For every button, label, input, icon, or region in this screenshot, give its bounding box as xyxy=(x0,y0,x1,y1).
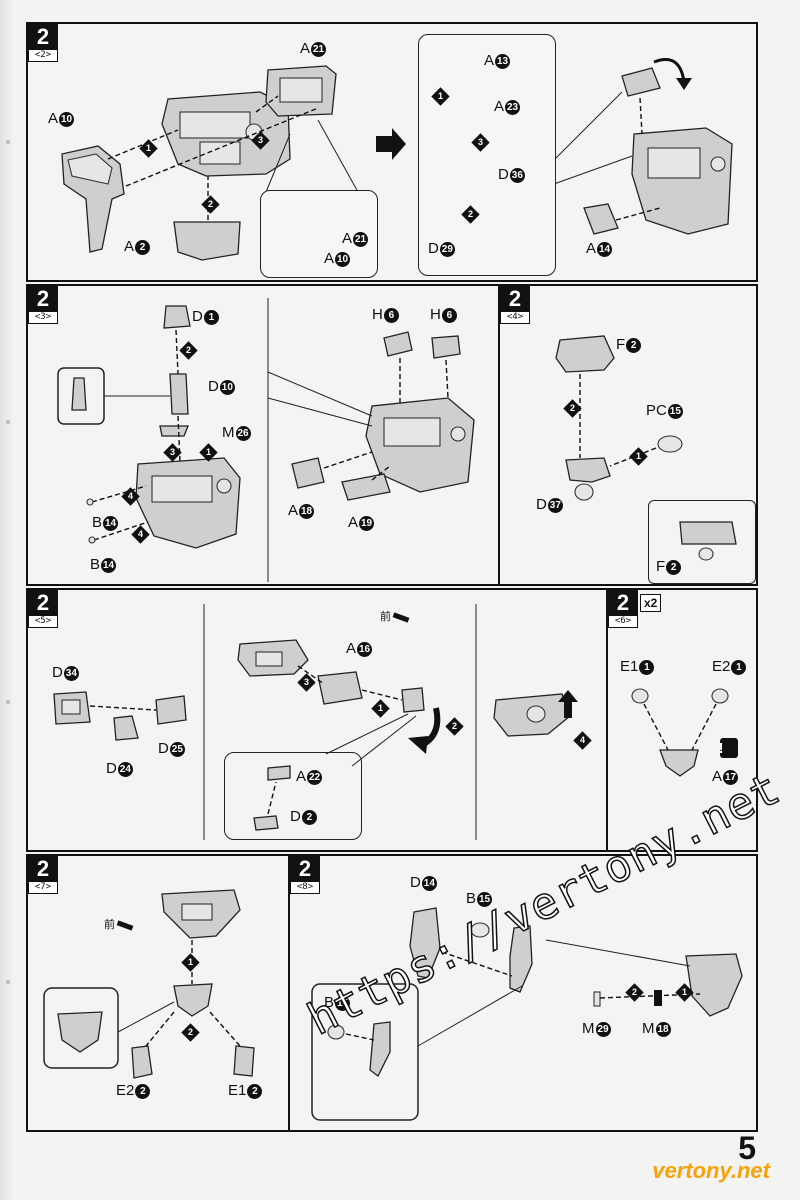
assembly-illustration xyxy=(555,335,737,561)
assembly-illustration xyxy=(57,298,475,582)
step-badge: 2 <5> xyxy=(28,590,58,628)
caution-mark: ! xyxy=(718,740,724,757)
step-badge: 2 <7> xyxy=(28,856,58,894)
step-badge: 2 <3> xyxy=(28,286,58,324)
front-direction-label: 前 xyxy=(380,608,410,624)
binding-margin xyxy=(0,0,14,1200)
detail-inset xyxy=(648,500,756,584)
step-badge: 2 <2> xyxy=(28,24,58,62)
assembly-illustration xyxy=(53,604,578,840)
detail-inset xyxy=(224,752,362,840)
quantity-multiplier: x2 xyxy=(640,594,662,612)
step-panel-2-2: 2 <2> xyxy=(26,22,758,282)
sub-assembly-inset xyxy=(418,34,556,276)
front-direction-label: 前 xyxy=(104,916,134,932)
step-badge: 2 <4> xyxy=(500,286,530,324)
step-badge: 2 <6> xyxy=(608,590,638,628)
page-number: 5 xyxy=(738,1130,756,1166)
assembly-illustration xyxy=(311,907,743,1121)
step-badge: 2 <8> xyxy=(290,856,320,894)
assembly-illustration xyxy=(43,889,255,1079)
corner-watermark: vertony.net xyxy=(652,1158,770,1183)
assembly-illustration xyxy=(631,688,738,777)
